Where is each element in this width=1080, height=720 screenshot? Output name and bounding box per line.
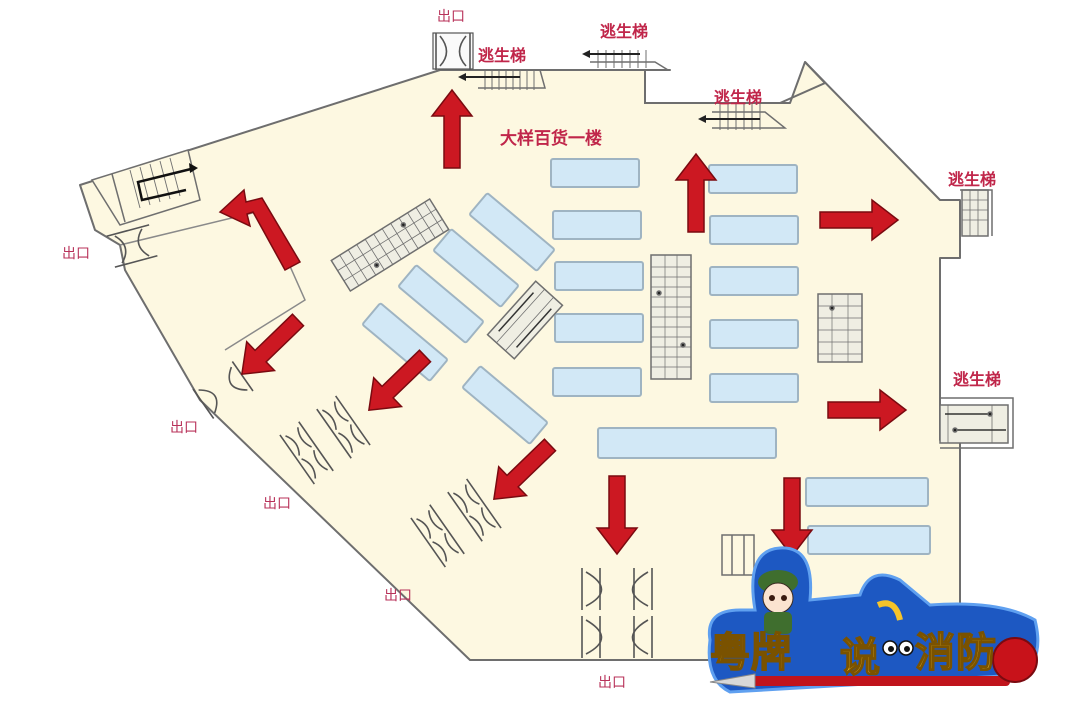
exit-label-sw2: 出口 (263, 496, 291, 512)
stair-label-top-left: 逃生梯 (478, 46, 527, 65)
stair-label-east-lower: 逃生梯 (953, 370, 1002, 389)
stair-east-lower-drawing (939, 397, 1014, 449)
logo-background (707, 546, 1040, 694)
exit-sw3-door (410, 478, 502, 568)
evacuation-arrows (218, 89, 907, 557)
logo-text-right: 消防 (914, 629, 997, 677)
fire-safety-logo: 粤牌 说 消防 (700, 540, 1045, 700)
stair-top-left-drawing (458, 69, 546, 90)
escape-stairs (90, 50, 1014, 449)
exit-left-door (106, 224, 158, 268)
stair-label-top-middle: 逃生梯 (600, 22, 649, 41)
stair-left-wing-drawing (90, 149, 201, 226)
exit-label-bottom: 出口 (598, 675, 626, 691)
exit-sw1-door (192, 361, 254, 419)
exit-label-top: 出口 (437, 9, 465, 25)
floor-area (79, 61, 961, 661)
stair-top-middle-drawing (582, 50, 671, 71)
display-counters (362, 158, 931, 555)
exit-doors (106, 32, 653, 658)
logo-text-left: 粤牌 (709, 629, 792, 677)
exit-label-left: 出口 (62, 246, 90, 262)
exit-label-sw1: 出口 (170, 420, 198, 436)
arrow-bent-to-left-stair (218, 188, 302, 272)
stair-label-east-upper: 逃生梯 (948, 170, 997, 189)
logo-text-mid: 说 (839, 634, 881, 682)
stair-east-upper-drawing (960, 189, 993, 237)
stair-top-right-drawing (698, 103, 788, 130)
exit-label-sw3: 出口 (384, 588, 412, 604)
floor-title: 大样百货一楼 (500, 129, 602, 149)
escalators (330, 197, 863, 576)
exit-top-door (432, 32, 474, 70)
stair-label-top-right: 逃生梯 (714, 88, 763, 107)
exit-sw2-door (279, 395, 371, 485)
exit-bottom-door (581, 568, 653, 658)
